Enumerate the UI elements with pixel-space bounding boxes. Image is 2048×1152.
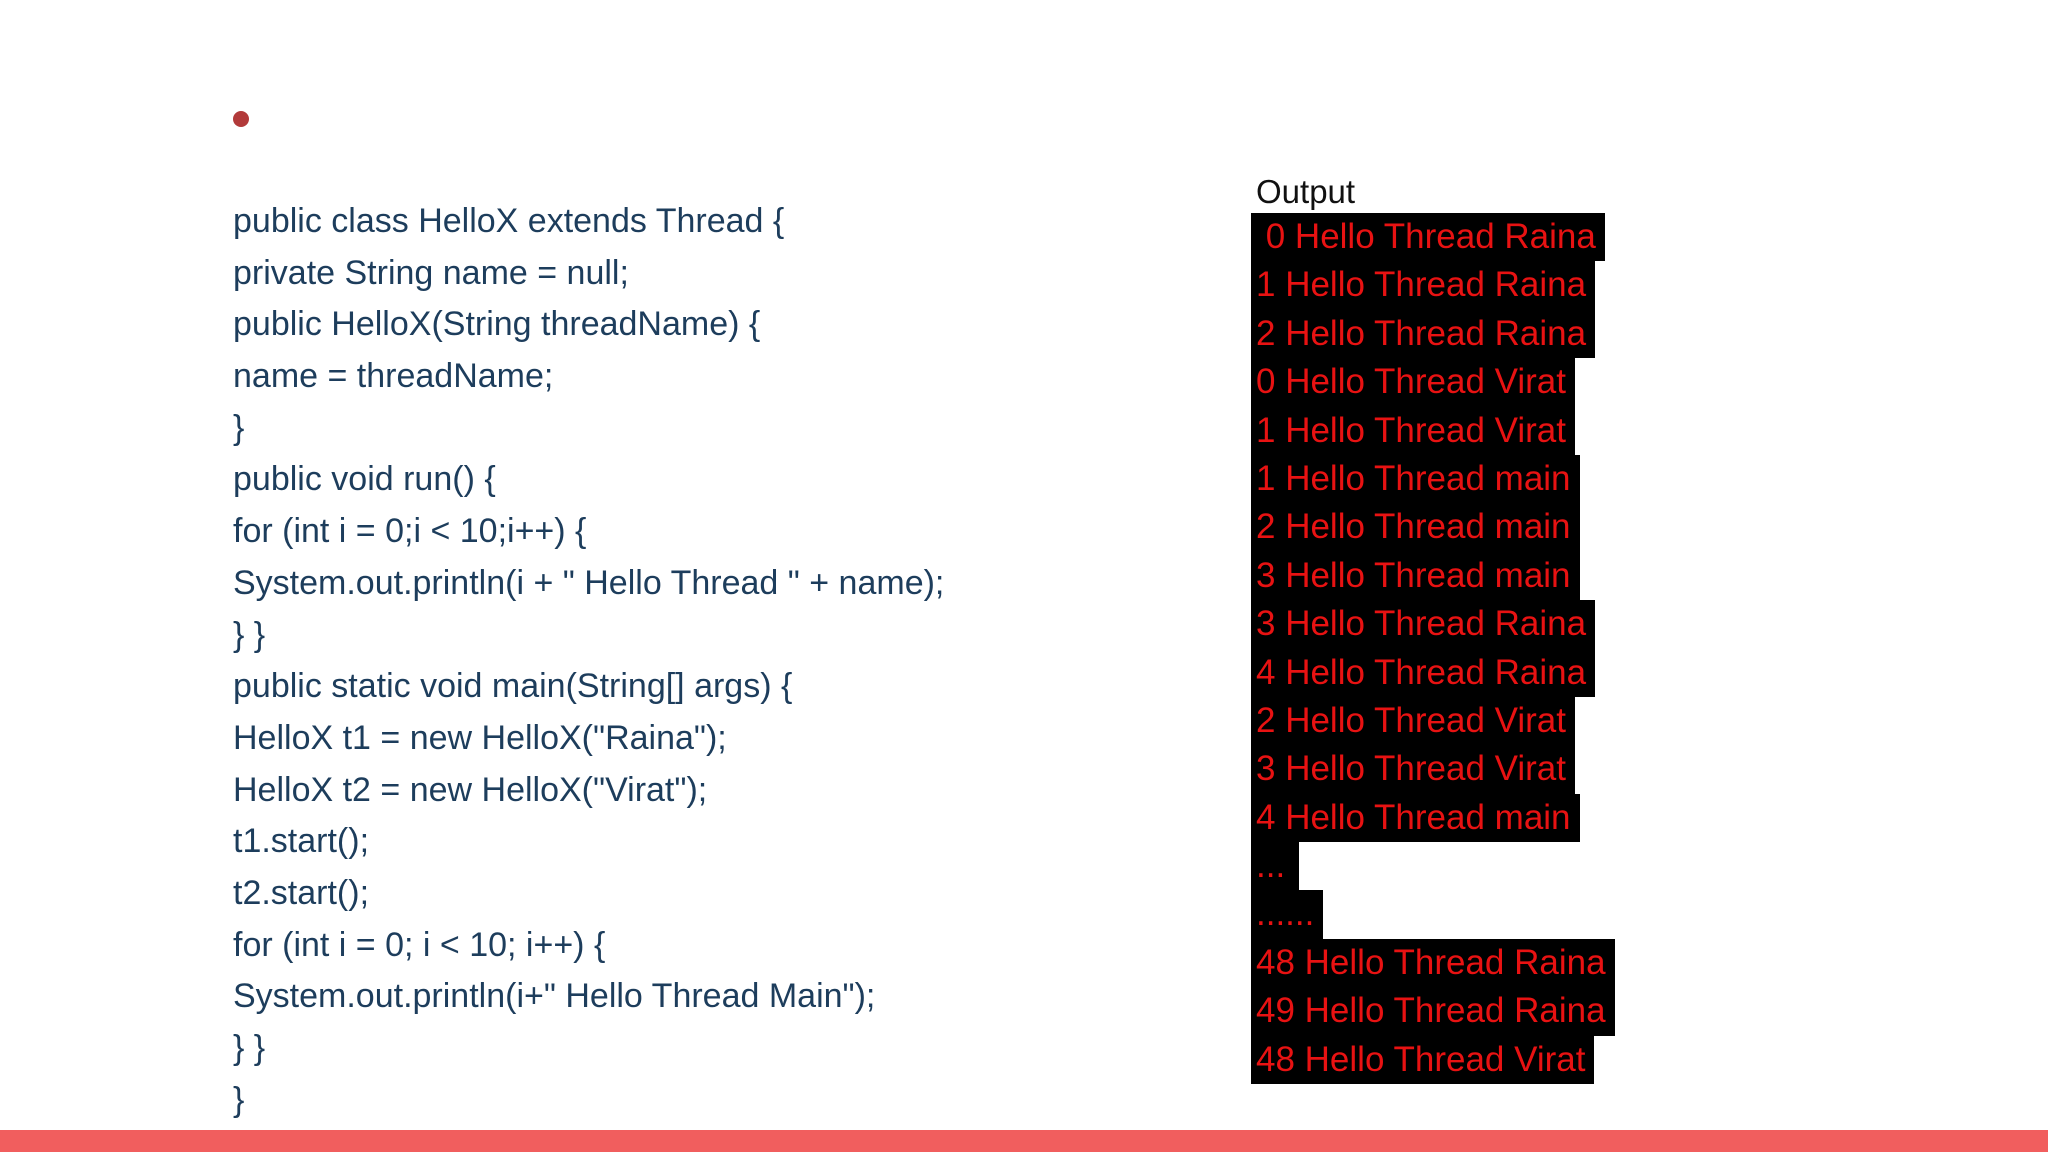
- output-line: ...: [1251, 842, 1299, 891]
- output-line: 48 Hello Thread Raina: [1251, 938, 1615, 988]
- output-line: 48 Hello Thread Virat: [1251, 1035, 1595, 1085]
- output-line: 4 Hello Thread main: [1251, 793, 1580, 843]
- output-line: 4 Hello Thread Raina: [1251, 648, 1596, 697]
- code-line: name = threadName;: [233, 357, 554, 396]
- code-line: public void run() {: [233, 460, 496, 499]
- output-line: 2 Hello Thread Virat: [1251, 696, 1575, 746]
- output-line: 1 Hello Thread main: [1251, 454, 1580, 504]
- code-line: }: [233, 408, 245, 447]
- code-line: }: [233, 1080, 245, 1119]
- code-line: for (int i = 0;i < 10;i++) {: [233, 512, 587, 551]
- code-line: } }: [233, 1029, 266, 1067]
- code-line: t2.start();: [233, 873, 370, 912]
- code-line: private String name = null;: [233, 253, 629, 292]
- code-line: public class HelloX extends Thread {: [233, 202, 785, 240]
- code-block: public class HelloX extends Thread { priv…: [233, 196, 944, 1126]
- output-line: 3 Hello Thread Virat: [1251, 745, 1575, 794]
- code-line: t1.start();: [233, 822, 370, 861]
- code-line: public HelloX(String threadName) {: [233, 305, 761, 344]
- output-line: 2 Hello Thread Raina: [1251, 309, 1596, 359]
- footer-accent-bar: [0, 1130, 2048, 1152]
- output-line: 1 Hello Thread Raina: [1251, 261, 1596, 310]
- output-line: 0 Hello Thread Raina: [1251, 213, 1605, 262]
- code-line: } }: [233, 615, 266, 654]
- code-line: HelloX t2 = new HelloX("Virat");: [233, 770, 708, 809]
- output-line: 1 Hello Thread Virat: [1251, 406, 1575, 455]
- bullet-point-icon: [233, 111, 249, 127]
- code-line: HelloX t1 = new HelloX("Raina");: [233, 718, 727, 757]
- code-line: System.out.println(i + " Hello Thread " …: [233, 563, 945, 602]
- output-line: 3 Hello Thread Raina: [1251, 600, 1596, 649]
- output-line: 2 Hello Thread main: [1251, 503, 1580, 552]
- code-line: System.out.println(i+" Hello Thread Main…: [233, 977, 876, 1016]
- output-line: 49 Hello Thread Raina: [1251, 987, 1615, 1036]
- output-title: Output: [1256, 173, 1356, 210]
- code-line: public static void main(String[] args) {: [233, 667, 793, 706]
- code-line: for (int i = 0; i < 10; i++) {: [233, 925, 606, 964]
- output-line: 3 Hello Thread main: [1251, 551, 1580, 601]
- output-line: ......: [1251, 890, 1324, 939]
- output-line: 0 Hello Thread Virat: [1251, 358, 1575, 407]
